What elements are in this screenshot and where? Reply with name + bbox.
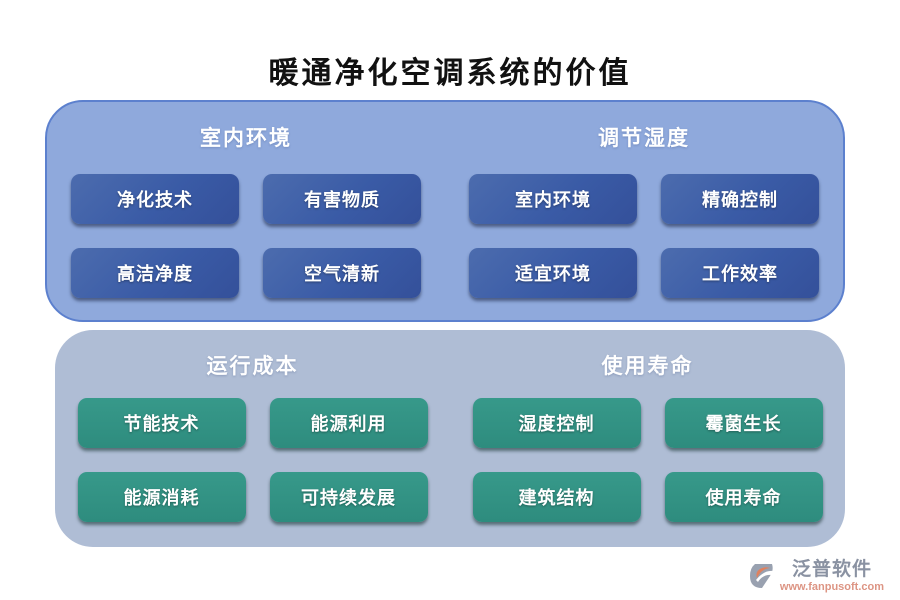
tag-button-high-cleanliness[interactable]: 高洁净度 — [71, 248, 239, 298]
tag-button-purification-tech[interactable]: 净化技术 — [71, 174, 239, 224]
section-indoor-environment: 室内环境 净化技术 有害物质 高洁净度 空气清新 — [47, 102, 445, 320]
tag-button-precise-control[interactable]: 精确控制 — [661, 174, 819, 224]
tag-button-energy-saving-tech[interactable]: 节能技术 — [77, 398, 246, 448]
panel-indoor-quality: 室内环境 净化技术 有害物质 高洁净度 空气清新 调节湿度 室内环境 精确控制 … — [45, 100, 845, 322]
tag-button-mold-growth[interactable]: 霉菌生长 — [664, 398, 823, 448]
panel-cost-lifespan: 运行成本 节能技术 能源利用 能源消耗 可持续发展 使用寿命 湿度控制 霉菌生长… — [55, 330, 845, 547]
tag-button-fresh-air[interactable]: 空气清新 — [263, 248, 421, 298]
section-header-operating-cost: 运行成本 — [206, 354, 299, 378]
button-grid: 湿度控制 霉菌生长 建筑结构 使用寿命 — [472, 398, 823, 522]
section-operating-cost: 运行成本 节能技术 能源利用 能源消耗 可持续发展 — [55, 330, 450, 547]
page-title: 暖通净化空调系统的价值 — [268, 57, 632, 90]
button-grid: 室内环境 精确控制 适宜环境 工作效率 — [469, 174, 819, 298]
brand-footer: 泛普软件 www.fanpusoft.com — [748, 558, 884, 594]
tag-button-energy-utilization[interactable]: 能源利用 — [269, 398, 428, 448]
section-header-service-life: 使用寿命 — [601, 354, 694, 378]
tag-button-energy-consumption[interactable]: 能源消耗 — [77, 472, 246, 522]
section-humidity-regulation: 调节湿度 室内环境 精确控制 适宜环境 工作效率 — [445, 102, 843, 320]
tag-button-building-structure[interactable]: 建筑结构 — [472, 472, 641, 522]
tag-button-sustainable-development[interactable]: 可持续发展 — [269, 472, 428, 522]
tag-button-indoor-environment[interactable]: 室内环境 — [469, 174, 637, 224]
brand-url: www.fanpusoft.com — [779, 580, 884, 593]
button-grid: 净化技术 有害物质 高洁净度 空气清新 — [71, 174, 421, 298]
section-service-life: 使用寿命 湿度控制 霉菌生长 建筑结构 使用寿命 — [450, 330, 845, 547]
brand-text-block: 泛普软件 www.fanpusoft.com — [779, 558, 884, 594]
section-header-indoor-environment: 室内环境 — [200, 126, 292, 150]
section-header-humidity-regulation: 调节湿度 — [598, 126, 690, 150]
brand-name: 泛普软件 — [791, 558, 872, 580]
tag-button-service-life[interactable]: 使用寿命 — [664, 472, 823, 522]
tag-button-harmful-substances[interactable]: 有害物质 — [263, 174, 421, 224]
tag-button-suitable-environment[interactable]: 适宜环境 — [469, 248, 637, 298]
button-grid: 节能技术 能源利用 能源消耗 可持续发展 — [77, 398, 428, 522]
tag-button-work-efficiency[interactable]: 工作效率 — [661, 248, 819, 298]
fanpu-logo-icon — [749, 563, 773, 588]
tag-button-humidity-control[interactable]: 湿度控制 — [472, 398, 641, 448]
